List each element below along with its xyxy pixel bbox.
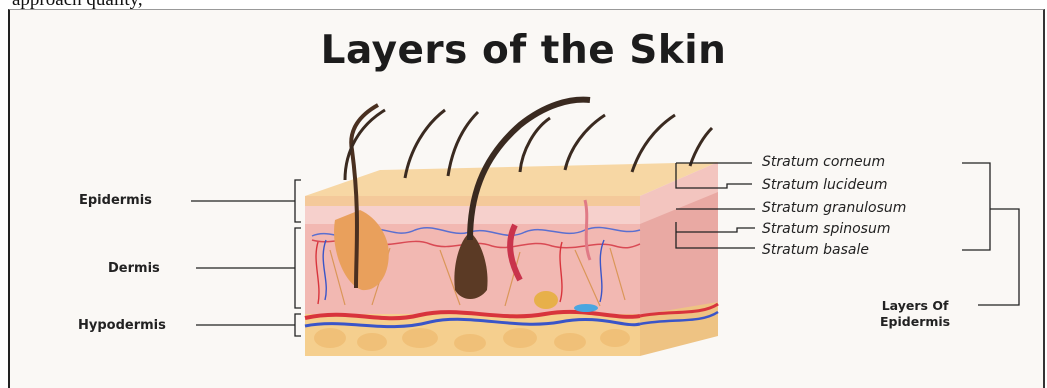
nerve-ending: [574, 304, 598, 312]
label-hypodermis: Hypodermis: [78, 318, 166, 333]
label-stratum-corneum: Stratum corneum: [762, 154, 885, 170]
label-dermis: Dermis: [108, 261, 160, 276]
group-label-line1: Layers Of: [880, 298, 950, 314]
label-layers-of-epidermis: Layers Of Epidermis: [880, 298, 950, 330]
sweat-gland: [534, 291, 558, 309]
label-stratum-granulosum: Stratum granulosum: [762, 200, 906, 216]
label-epidermis: Epidermis: [79, 193, 152, 208]
left-brackets: [191, 180, 301, 336]
label-stratum-basale: Stratum basale: [762, 242, 869, 258]
group-label-line2: Epidermis: [880, 314, 950, 330]
label-stratum-spinosum: Stratum spinosum: [762, 221, 890, 237]
label-stratum-lucideum: Stratum lucideum: [762, 177, 888, 193]
